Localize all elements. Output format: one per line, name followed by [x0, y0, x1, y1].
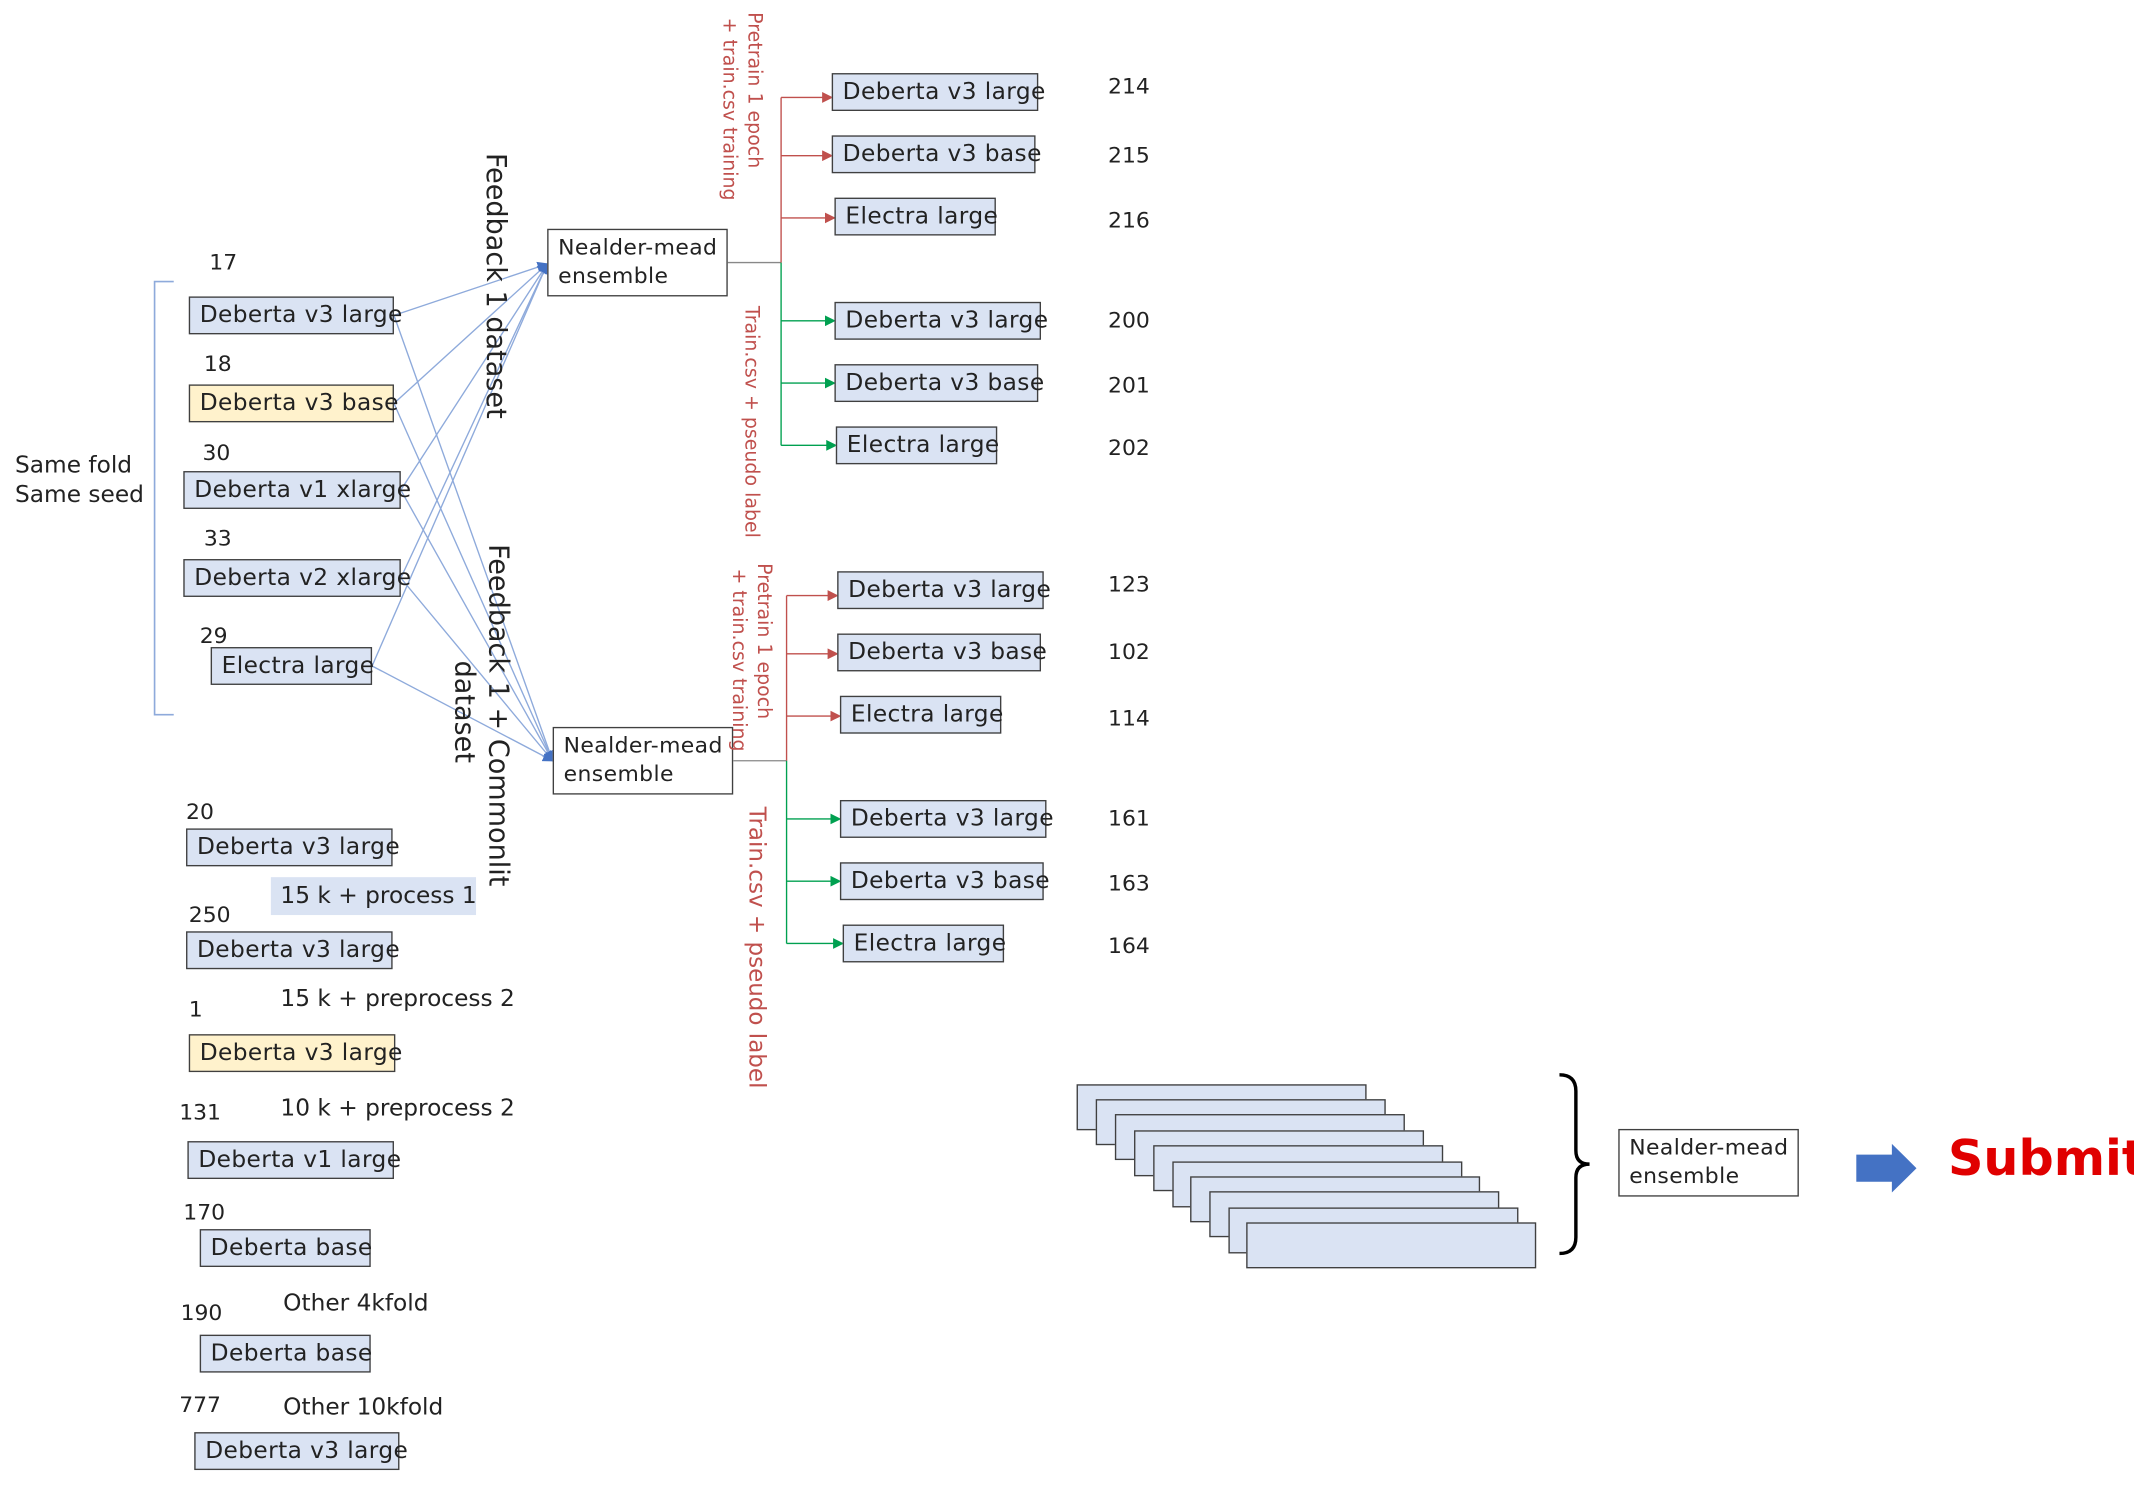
group-bracket: [153, 280, 174, 716]
mid-pretrain-label-line2: + train.csv training: [727, 568, 750, 752]
output-number: 202: [1108, 434, 1150, 461]
mid-ensemble-box: Nealder-mead ensemble: [552, 726, 734, 795]
model-number: 250: [188, 901, 231, 928]
output-number: 114: [1108, 705, 1150, 731]
output-number: 123: [1108, 571, 1150, 597]
fold-note: Other 4kfold: [283, 1290, 429, 1318]
output-number: 200: [1108, 307, 1150, 333]
connectors-to-mid-ensemble: [371, 315, 555, 763]
output-model-box: Electra large: [834, 197, 998, 236]
output-model-box: Electra large: [835, 426, 999, 465]
output-model-box: Electra large: [839, 695, 1003, 734]
model-number: 18: [203, 350, 232, 377]
model-box: Deberta base: [199, 1229, 372, 1268]
top-ensemble-box: Nealder-mead ensemble: [547, 228, 728, 297]
model-number: 33: [203, 525, 232, 551]
model-box: Deberta base: [199, 1334, 372, 1373]
top-pretrain-label: Pretrain 1 epoch: [742, 12, 765, 169]
model-box: Deberta v1 large: [187, 1141, 401, 1180]
same-fold-label: Same fold: [15, 452, 133, 480]
output-model-box: Deberta v3 large: [839, 799, 1054, 838]
submit-label: Submit: [1947, 1131, 2134, 1188]
output-number: 216: [1108, 207, 1150, 233]
same-seed-label: Same seed: [15, 481, 144, 509]
model-box: Electra large: [210, 647, 374, 685]
final-brace: [1559, 1073, 1590, 1256]
output-model-box: Deberta v3 large: [837, 571, 1051, 610]
output-model-box: Deberta v3 base: [831, 135, 1041, 174]
mid-pretrain-label: Pretrain 1 epoch: [752, 563, 775, 720]
model-box: Deberta v3 large: [194, 1432, 408, 1471]
top-branch-lines: [727, 92, 838, 451]
model-box: Deberta v3 large: [186, 828, 400, 867]
preprocess-note: 10 k + preprocess 2: [280, 1095, 515, 1123]
model-box-highlighted: Deberta v3 base: [188, 384, 398, 423]
output-number: 215: [1108, 142, 1150, 168]
output-number: 214: [1108, 73, 1150, 99]
model-number: 777: [179, 1391, 221, 1418]
output-number: 164: [1108, 932, 1150, 959]
model-box: Deberta v3 large: [188, 296, 402, 335]
model-box: Deberta v2 xlarge: [183, 559, 411, 597]
fold-note: Other 10kfold: [283, 1394, 444, 1422]
output-model-box: Electra large: [842, 924, 1006, 963]
model-number: 131: [179, 1099, 221, 1125]
output-model-box: Deberta v3 large: [831, 73, 1045, 111]
model-number: 1: [188, 996, 203, 1022]
feedback-commonlit-label: Feedback 1 + Commonlit: [482, 544, 516, 887]
top-pseudo-label: Train.csv + pseudo label: [740, 305, 762, 538]
model-number: 17: [209, 249, 238, 275]
model-box: Deberta v3 large: [186, 931, 400, 970]
output-number: 102: [1108, 638, 1150, 665]
model-box: Deberta v1 xlarge: [183, 471, 411, 509]
model-number: 30: [202, 439, 231, 466]
mid-branch-lines: [733, 590, 845, 949]
feedback1-dataset-label: Feedback 1 dataset: [480, 152, 513, 419]
output-model-box: Deberta v3 base: [834, 364, 1044, 403]
output-number: 201: [1108, 372, 1150, 398]
output-model-box: Deberta v3 large: [834, 301, 1048, 340]
connectors-to-top-ensemble: [371, 261, 549, 667]
model-number: 29: [199, 622, 228, 649]
model-number: 190: [180, 1299, 223, 1326]
output-number: 161: [1108, 805, 1150, 832]
model-number: 170: [183, 1199, 226, 1226]
top-pretrain-label-line2: + train.csv training: [718, 17, 741, 201]
model-number: 20: [186, 798, 214, 825]
final-ensemble-box: Nealder-mead ensemble: [1618, 1128, 1799, 1197]
preprocess-note: 15 k + process 1: [270, 877, 477, 916]
mid-pseudo-label: Train.csv + pseudo label: [742, 806, 771, 1089]
preprocess-note: 15 k + preprocess 2: [280, 985, 515, 1013]
submit-arrow: [1856, 1143, 1917, 1193]
feedback-commonlit-label-line2: dataset: [448, 660, 482, 763]
stacked-model-box: [1246, 1222, 1537, 1269]
output-model-box: Deberta v3 base: [837, 633, 1047, 672]
output-number: 163: [1108, 870, 1150, 897]
model-box-highlighted: Deberta v3 large: [188, 1034, 402, 1073]
output-model-box: Deberta v3 base: [839, 862, 1050, 901]
